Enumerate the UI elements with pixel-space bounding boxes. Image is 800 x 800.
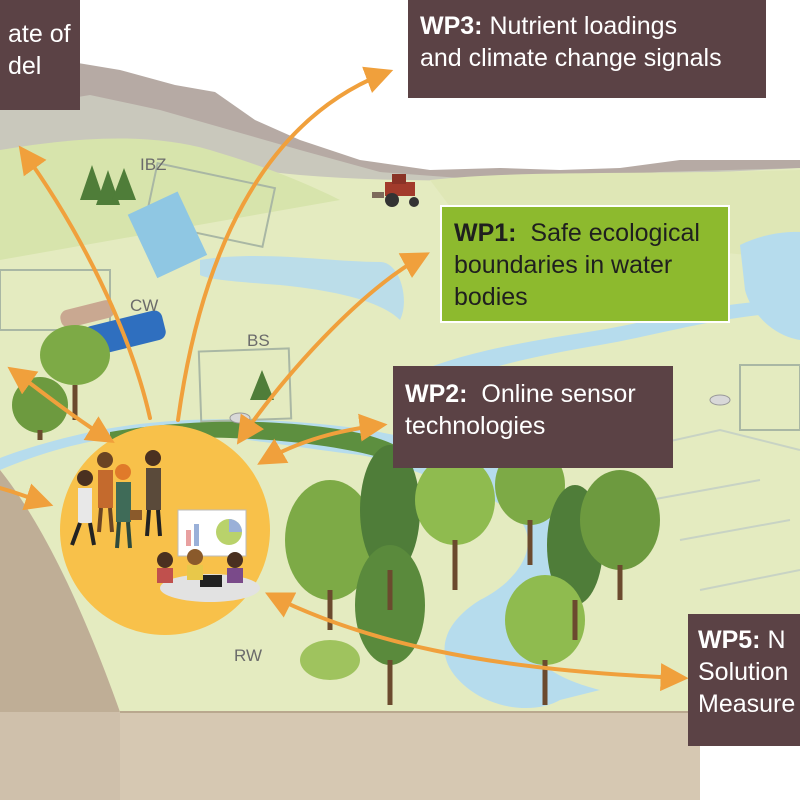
wp3-code: WP3: bbox=[420, 12, 483, 40]
wp2-box: WP2: Online sensor technologies bbox=[393, 366, 673, 468]
site-label-rw: RW bbox=[234, 646, 263, 665]
wp2-code: WP2: bbox=[405, 380, 468, 408]
wp1-box: WP1: Safe ecological boundaries in water… bbox=[440, 205, 730, 323]
wp1-line1: WP1: Safe ecological bbox=[454, 217, 728, 249]
wp3-line1: WP3: Nutrient loadings bbox=[420, 10, 766, 42]
wp-top-left-line2: del bbox=[8, 52, 42, 80]
wp5-line1: WP5: N bbox=[698, 624, 800, 656]
sensor-device-2 bbox=[709, 394, 731, 406]
wp2-text1: Online sensor bbox=[481, 380, 636, 408]
arrow-wp2 bbox=[257, 413, 388, 465]
wp5-line3: Measure bbox=[698, 690, 796, 718]
wp3-box: WP3: Nutrient loadings and climate chang… bbox=[408, 0, 766, 98]
wp1-code: WP1: bbox=[454, 219, 517, 247]
wp5-line2: Solution bbox=[698, 658, 789, 686]
wp1-text1: Safe ecological bbox=[530, 219, 700, 247]
wp1-line3: bodies bbox=[454, 283, 528, 311]
wp5-box: WP5: N Solution Measure bbox=[688, 614, 800, 746]
site-label-bs: BS bbox=[247, 331, 270, 350]
wp3-text1: Nutrient loadings bbox=[489, 12, 678, 40]
arrows bbox=[0, 66, 689, 692]
wp2-line1: WP2: Online sensor bbox=[405, 378, 673, 410]
arrow-left-1 bbox=[0, 483, 54, 511]
wp1-line2: boundaries in water bbox=[454, 251, 673, 279]
wp-top-left-line1: ate of bbox=[8, 20, 71, 48]
site-label-ibz: IBZ bbox=[140, 155, 167, 174]
soil-front bbox=[120, 712, 700, 800]
wp2-line2: technologies bbox=[405, 412, 546, 440]
soil-side bbox=[0, 470, 120, 800]
tractor bbox=[372, 174, 419, 207]
arrow-left-2 bbox=[7, 366, 115, 443]
sensor-device bbox=[229, 412, 251, 424]
meeting-table-icon bbox=[157, 549, 260, 602]
arrow-wp3-a bbox=[176, 66, 394, 422]
wp5-text1: N bbox=[767, 626, 786, 654]
presentation-board-icon bbox=[177, 509, 247, 557]
people-group-icon bbox=[70, 450, 162, 549]
wp3-line2: and climate change signals bbox=[420, 44, 722, 72]
wp5-code: WP5: bbox=[698, 626, 761, 654]
site-label-cw: CW bbox=[130, 296, 159, 315]
arrow-wp5 bbox=[264, 592, 689, 692]
arrow-wp3-b bbox=[18, 145, 152, 420]
wp-box-top-left: ate of del bbox=[0, 0, 80, 110]
